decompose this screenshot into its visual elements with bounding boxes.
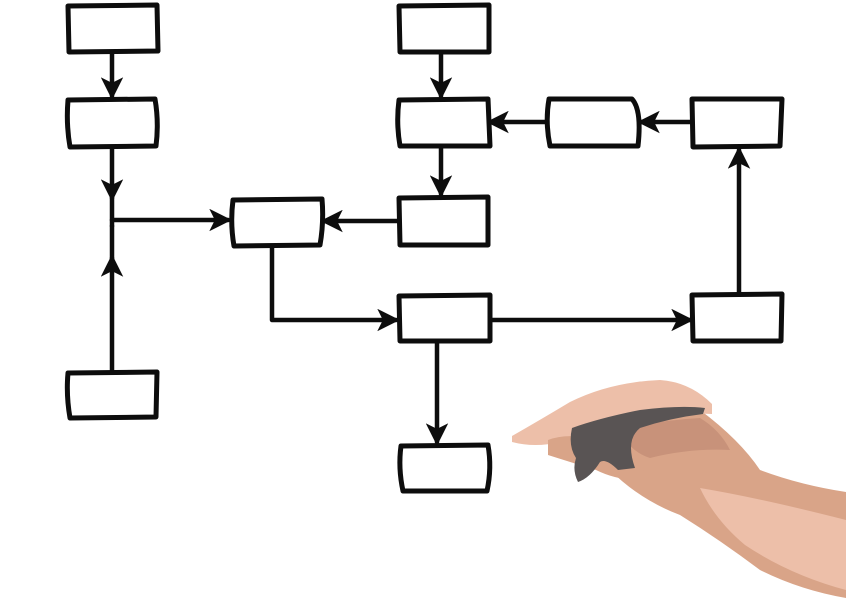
hand-illustration	[512, 380, 846, 598]
knuckle-shadow	[620, 418, 730, 458]
node-n2	[64, 96, 160, 150]
node-n7	[544, 96, 642, 149]
connectors	[100, 49, 751, 446]
node-n3	[64, 369, 160, 421]
forearm-highlight	[700, 488, 846, 590]
marker-pen	[570, 406, 705, 482]
node-n12	[397, 442, 493, 494]
edge-n4-n10	[269, 243, 400, 332]
index-finger	[512, 380, 712, 445]
node-n4	[229, 196, 326, 249]
node-n9	[396, 194, 491, 248]
node-n8	[689, 96, 785, 150]
node-n11	[689, 291, 785, 344]
node-n10	[396, 292, 493, 344]
node-n5	[396, 2, 492, 55]
nodes	[64, 2, 785, 494]
node-n6	[395, 96, 493, 149]
node-n1	[65, 2, 161, 55]
